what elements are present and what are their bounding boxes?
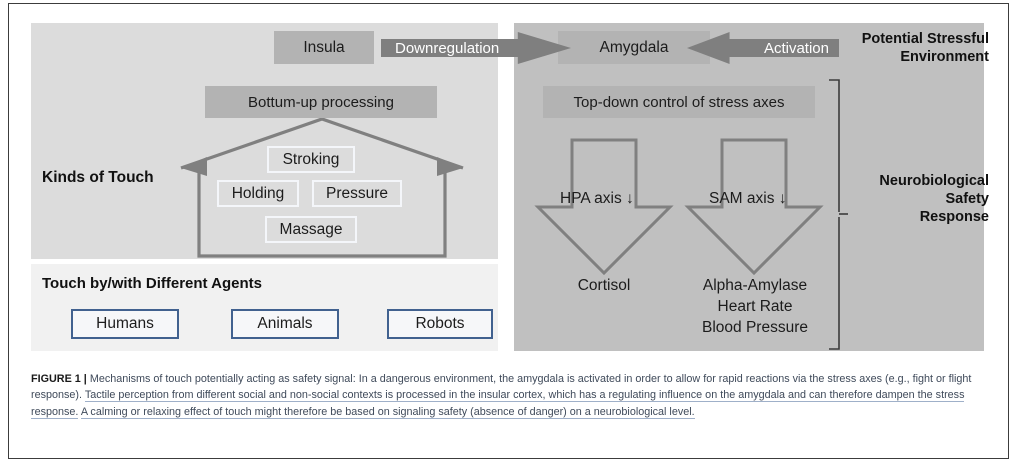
- agent-box-robots[interactable]: Robots: [387, 309, 493, 339]
- agent-box-humans[interactable]: Humans: [71, 309, 179, 339]
- caption-sentence-2: Tactile perception from different social…: [31, 389, 965, 419]
- sam-axis-label: SAM axis ↓: [709, 190, 787, 207]
- caption-sentence-3: A calming or relaxing effect of touch mi…: [80, 405, 695, 419]
- amygdala-box: Amygdala: [558, 31, 710, 64]
- touch-type-holding: Holding: [217, 180, 299, 207]
- hpa-axis-label: HPA axis ↓: [560, 190, 634, 207]
- bottom-up-processing-box: Bottum-up processing: [205, 86, 437, 118]
- touch-agents-title: Touch by/with Different Agents: [42, 275, 262, 292]
- figure-label: FIGURE 1: [31, 373, 81, 385]
- touch-type-pressure: Pressure: [312, 180, 402, 207]
- figure-separator: |: [83, 373, 87, 385]
- kinds-of-touch-panel: [31, 23, 498, 259]
- touch-type-stroking: Stroking: [267, 146, 355, 173]
- house-outline-icon: [180, 117, 464, 258]
- hpa-axis-outcome: Cortisol: [577, 277, 631, 294]
- figure-caption: FIGURE 1 | Mechanisms of touch potential…: [31, 371, 987, 420]
- touch-type-massage: Massage: [265, 216, 357, 243]
- hpa-axis-down-arrow-icon: [534, 138, 674, 276]
- safety-response-bracket: [829, 79, 848, 350]
- insula-box: Insula: [274, 31, 374, 64]
- diagram-canvas: Insula Bottum-up processing Amygdala Top…: [9, 4, 1007, 354]
- top-down-control-box: Top-down control of stress axes: [543, 86, 815, 118]
- sam-axis-down-arrow-icon: [684, 138, 824, 276]
- figure-frame: Insula Bottum-up processing Amygdala Top…: [8, 3, 1009, 459]
- sam-axis-outcome: Alpha-Amylase Heart Rate Blood Pressure: [702, 277, 808, 336]
- agent-box-animals[interactable]: Animals: [231, 309, 339, 339]
- kinds-of-touch-label: Kinds of Touch: [42, 169, 154, 186]
- neurobiological-safety-response-label: Neurobiological Safety Response: [879, 173, 989, 226]
- potential-stressful-environment-label: Potential Stressful Environment: [861, 31, 989, 66]
- caption-sentence-1: Mechanisms of touch potentially acting a…: [31, 373, 972, 402]
- stress-response-panel: [514, 23, 984, 351]
